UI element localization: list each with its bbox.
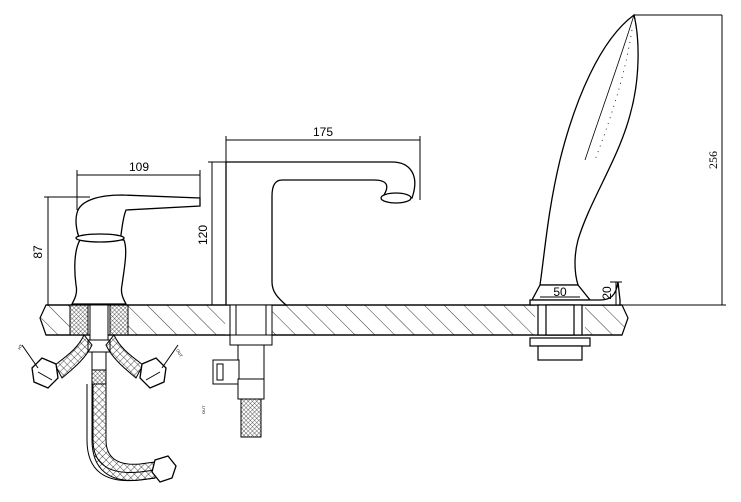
dim-spout-height: 120 <box>196 225 210 245</box>
dim-spout-reach: 175 <box>313 125 333 139</box>
dim-base-width: 50 <box>553 285 567 299</box>
spout-assembly <box>225 161 416 306</box>
spout-underside-fittings <box>212 304 273 438</box>
mixer-handle-assembly <box>70 194 201 305</box>
dim-shower-height: 256 <box>706 151 720 169</box>
label-diverter-outlet: OUT <box>201 405 206 414</box>
mixer-underside-fittings <box>69 304 129 385</box>
dimension-lines <box>21 14 726 369</box>
label-right-hose: OUT <box>175 348 184 358</box>
dim-handle-height: 87 <box>31 245 45 259</box>
dim-base-height: 20 <box>600 286 614 300</box>
right-hose <box>105 334 167 389</box>
center-supply-hose <box>86 383 177 483</box>
hand-shower <box>529 13 639 306</box>
left-hose <box>31 334 93 389</box>
hand-shower-base-fittings <box>529 304 591 361</box>
dim-handle-width: 109 <box>129 160 149 174</box>
label-left-hose: HT <box>17 343 24 351</box>
